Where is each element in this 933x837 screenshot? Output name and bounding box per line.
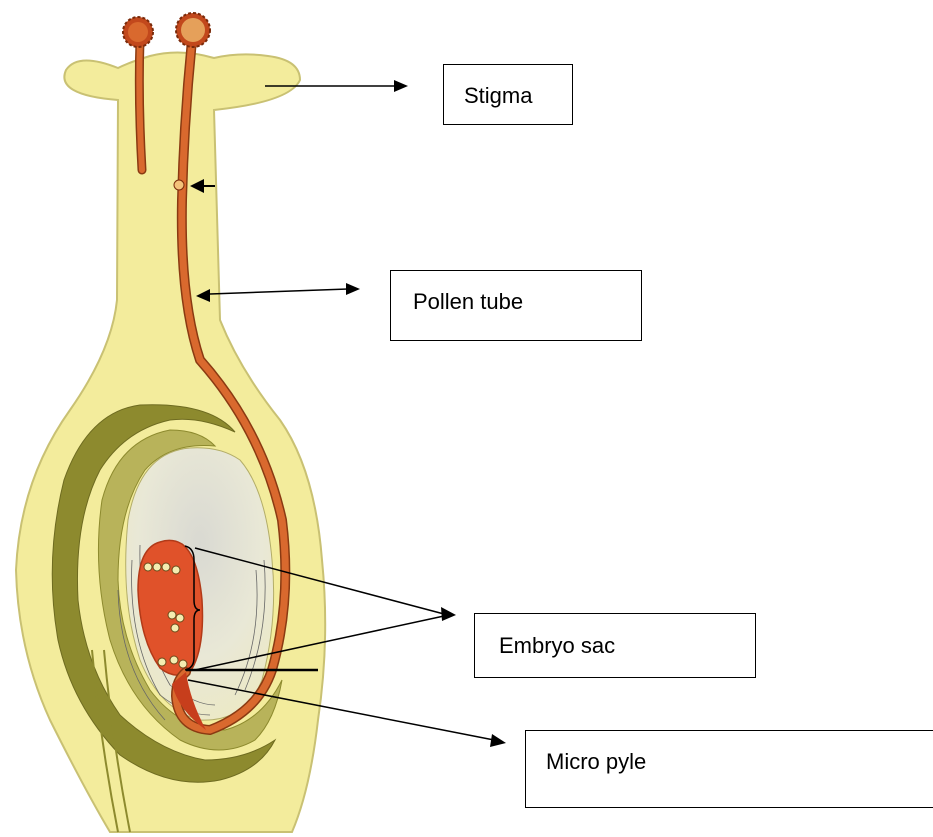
pollen-tube-label-box: Pollen tube <box>390 270 642 341</box>
micropyle-label-box: Micro pyle <box>525 730 933 808</box>
pollen-grain-left <box>123 17 153 47</box>
pollen-tube-label: Pollen tube <box>413 289 523 315</box>
pollen-tube-arrow <box>196 283 360 302</box>
pollen-grain-right <box>176 13 210 47</box>
micropyle-label: Micro pyle <box>546 749 646 775</box>
embryo-sac-label-box: Embryo sac <box>474 613 756 678</box>
embryo-sac-label: Embryo sac <box>499 633 615 659</box>
stigma-label: Stigma <box>464 83 532 109</box>
stigma-label-box: Stigma <box>443 64 573 125</box>
tube-nucleus <box>174 180 184 190</box>
